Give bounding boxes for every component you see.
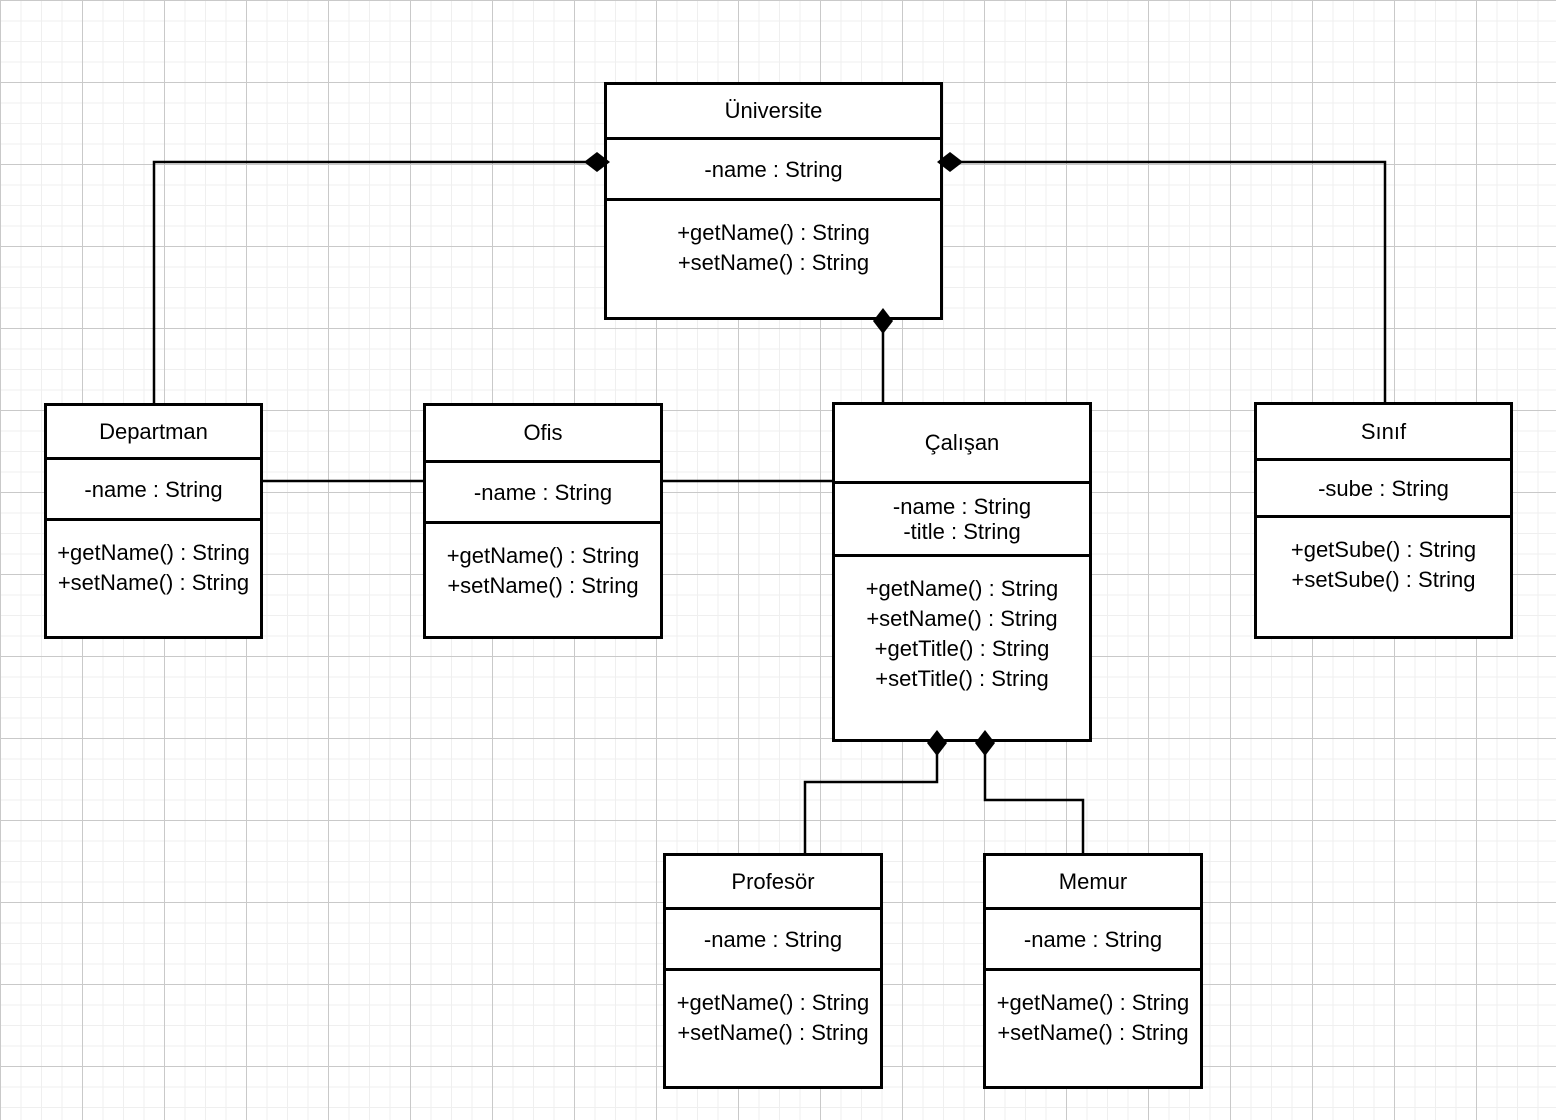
method: +getName() : String: [677, 220, 870, 245]
attribute: -name : String: [703, 926, 843, 952]
connector-calisan-profesor[interactable]: [803, 742, 939, 853]
method: +getTitle() : String: [874, 636, 1050, 661]
connector-universite-departman[interactable]: [152, 160, 604, 403]
class-title: Departman: [47, 406, 260, 460]
method: +setName() : String: [866, 606, 1058, 631]
class-attributes: -name : String: [47, 460, 260, 521]
class-title: Çalışan: [835, 405, 1089, 484]
class-ofis[interactable]: Ofis -name : String +getName() : String …: [423, 403, 663, 639]
class-profesor[interactable]: Profesör -name : String +getName() : Str…: [663, 853, 883, 1089]
attribute: -sube : String: [1318, 475, 1449, 501]
class-title: Ofis: [426, 406, 660, 463]
attribute: -name : String: [1023, 926, 1163, 952]
method: +setSube() : String: [1291, 567, 1476, 592]
class-sinif[interactable]: Sınıf -sube : String +getSube() : String…: [1254, 402, 1513, 639]
class-methods: +getName() : String +setName() : String: [47, 521, 260, 598]
method: +getSube() : String: [1290, 537, 1477, 562]
class-attributes: -name : String -title : String: [835, 484, 1089, 557]
attribute: -title : String: [903, 519, 1021, 544]
method: +setName() : String: [447, 573, 639, 598]
class-attributes: -name : String: [666, 910, 880, 971]
class-methods: +getName() : String +setName() : String …: [835, 557, 1089, 694]
method: +setName() : String: [997, 1020, 1189, 1045]
attribute: -name : String: [84, 476, 223, 502]
class-attributes: -name : String: [607, 140, 940, 201]
method: +setName() : String: [57, 570, 250, 595]
class-attributes: -name : String: [986, 910, 1200, 971]
method: +getName() : String: [676, 990, 870, 1015]
method: +getName() : String: [865, 576, 1059, 601]
connector-universite-sinif[interactable]: [943, 160, 1387, 402]
class-methods: +getName() : String +setName() : String: [986, 971, 1200, 1048]
class-methods: +getName() : String +setName() : String: [426, 524, 660, 601]
method: +setTitle() : String: [875, 666, 1049, 691]
class-departman[interactable]: Departman -name : String +getName() : St…: [44, 403, 263, 639]
connector-calisan-memur[interactable]: [983, 742, 1085, 853]
class-title: Üniversite: [607, 85, 940, 140]
class-calisan[interactable]: Çalışan -name : String -title : String +…: [832, 402, 1092, 742]
class-methods: +getSube() : String +setSube() : String: [1257, 518, 1510, 595]
class-title: Profesör: [666, 856, 880, 910]
method: +setName() : String: [677, 1020, 869, 1045]
class-attributes: -name : String: [426, 463, 660, 524]
class-attributes: -sube : String: [1257, 461, 1510, 518]
class-memur[interactable]: Memur -name : String +getName() : String…: [983, 853, 1203, 1089]
method: +getName() : String: [57, 540, 250, 565]
class-methods: +getName() : String +setName() : String: [666, 971, 880, 1048]
class-title: Memur: [986, 856, 1200, 910]
attribute: -name : String: [473, 479, 613, 505]
class-methods: +getName() : String +setName() : String: [607, 201, 940, 278]
method: +getName() : String: [446, 543, 640, 568]
method: +setName() : String: [677, 250, 870, 275]
attribute: -name : String: [892, 494, 1032, 519]
class-universite[interactable]: Üniversite -name : String +getName() : S…: [604, 82, 943, 320]
method: +getName() : String: [996, 990, 1190, 1015]
class-title: Sınıf: [1257, 405, 1510, 461]
attribute: -name : String: [704, 156, 843, 182]
